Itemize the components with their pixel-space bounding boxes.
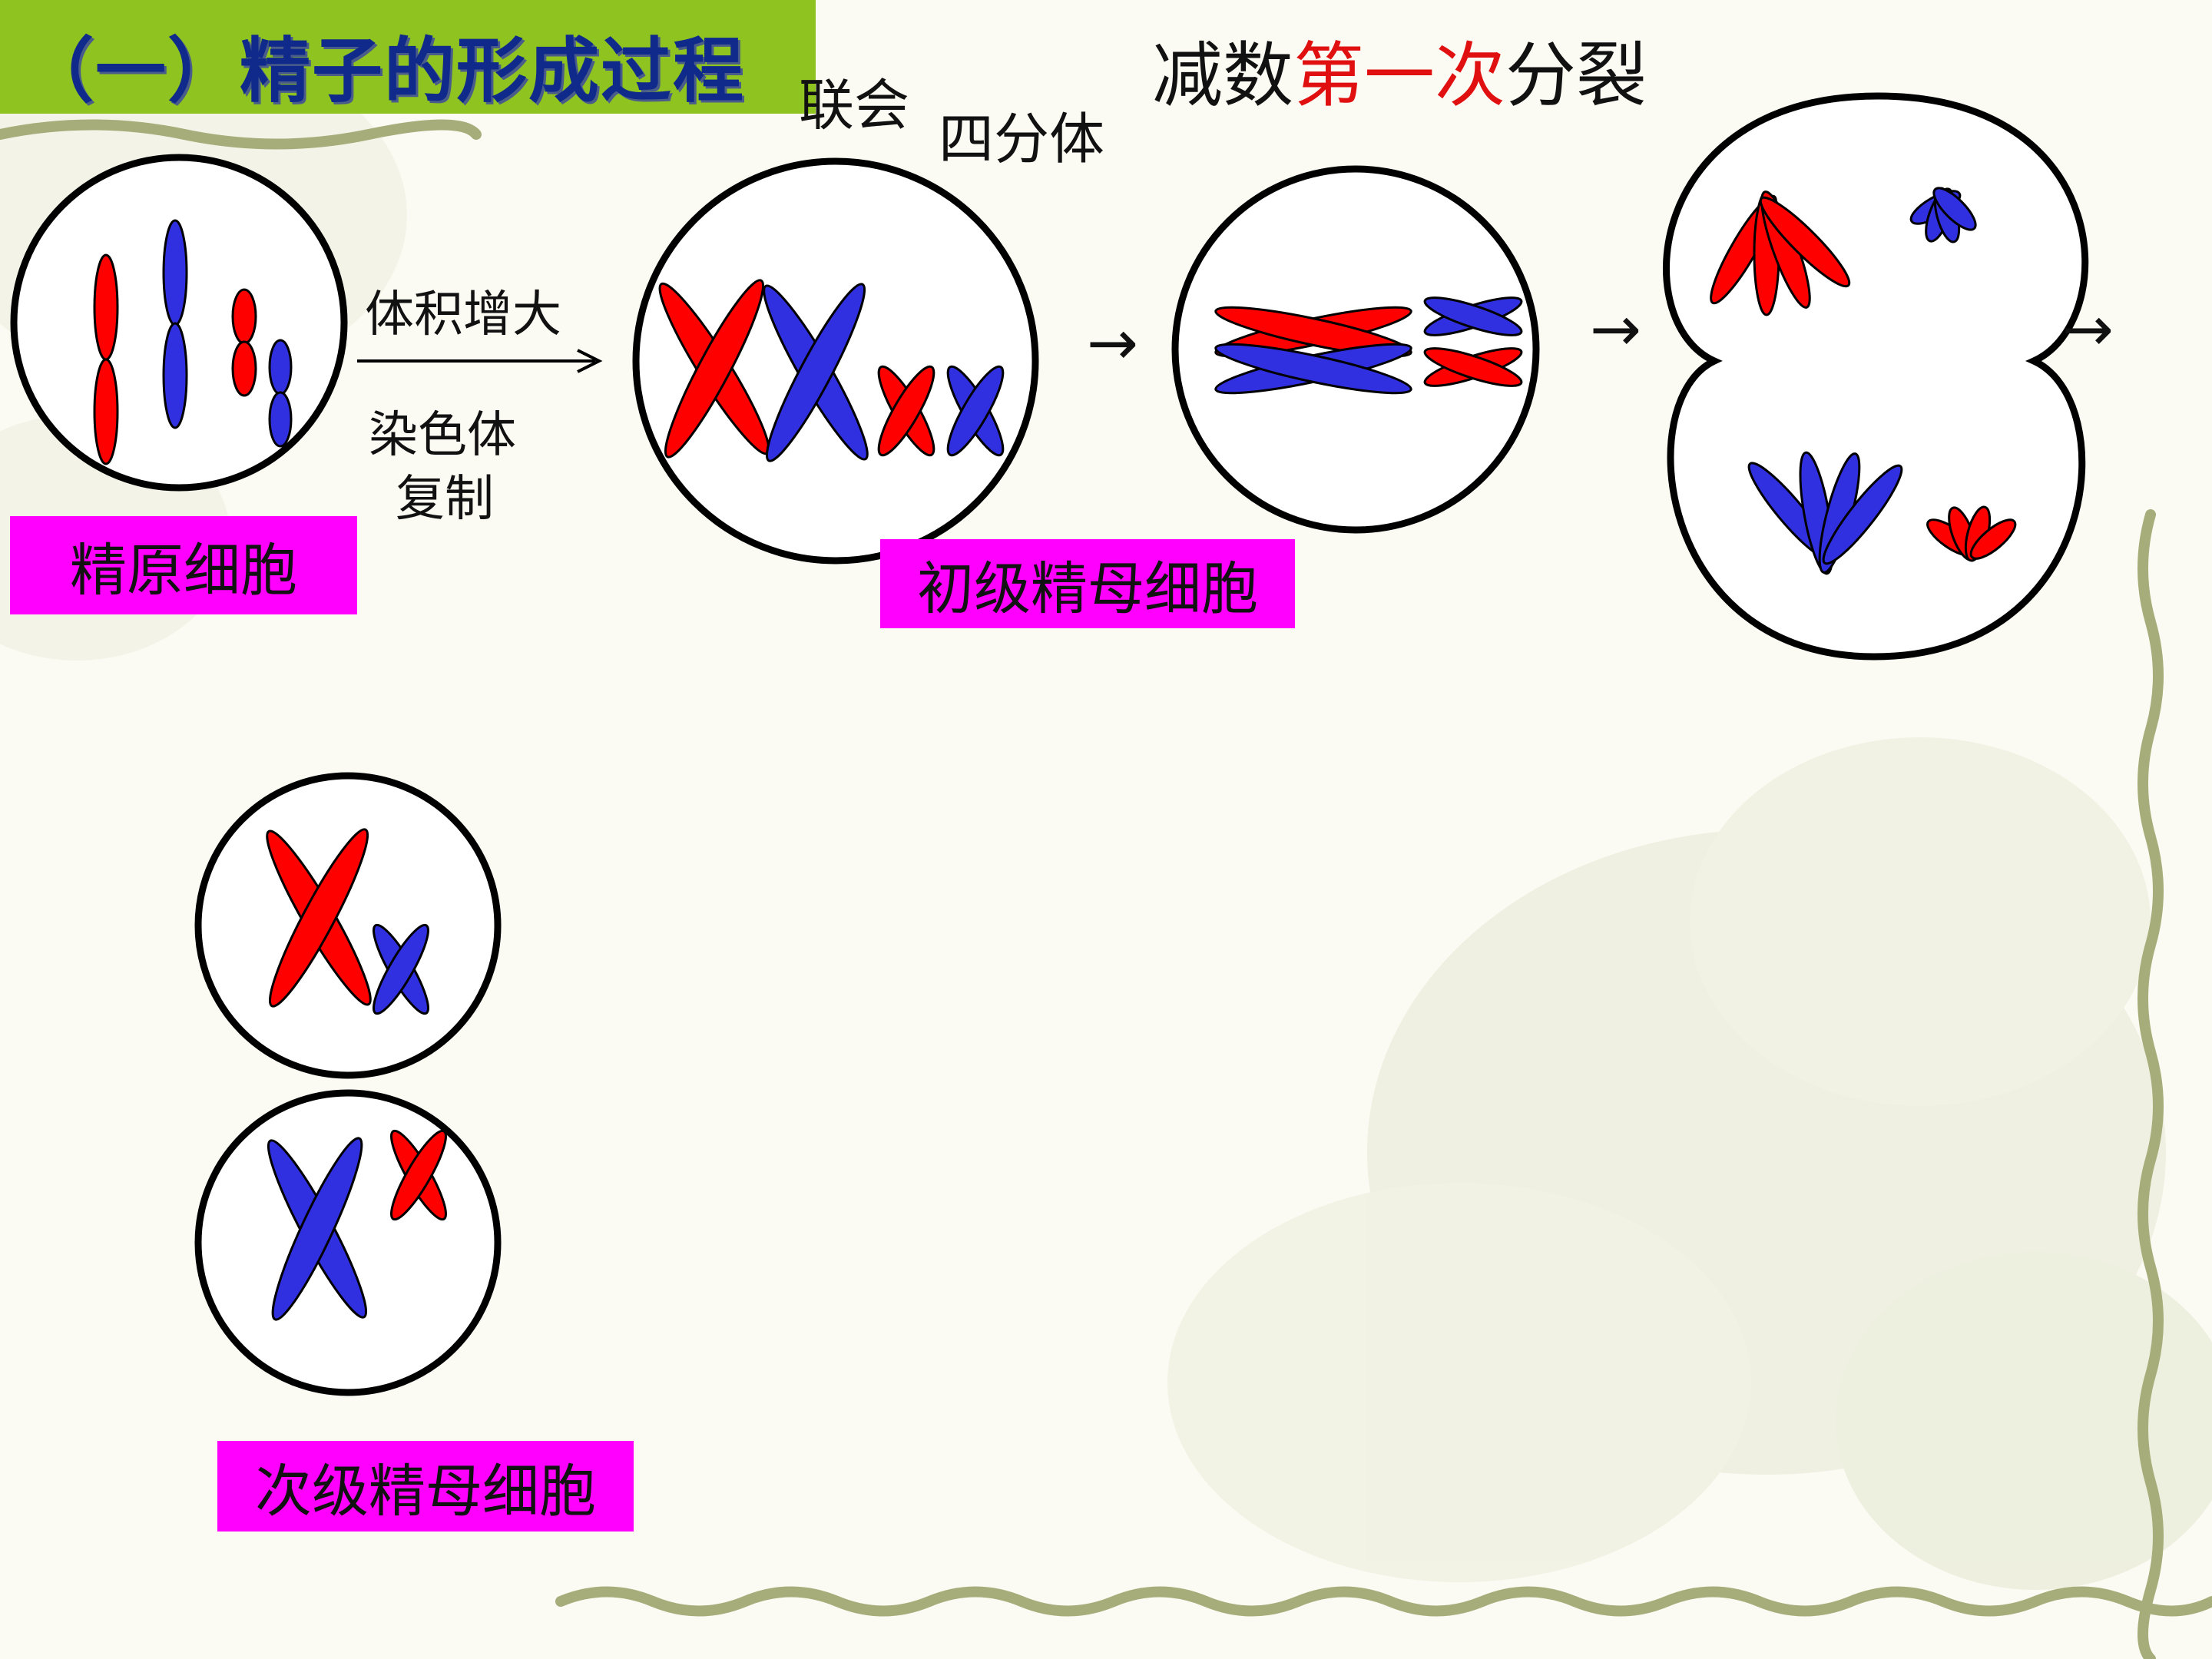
title-bar: （一）精子的形成过程 — [0, 0, 816, 114]
chromosome-red-small-duplicated — [877, 365, 935, 457]
label-volume-increase: 体积增大 — [365, 286, 561, 343]
heading-part1: 减数 — [1152, 35, 1294, 117]
cell-secondary-upper — [194, 772, 502, 1079]
vine-border — [0, 119, 2212, 1659]
label-replication: 复制 — [396, 471, 494, 528]
label-synapsis: 联会 — [799, 73, 910, 137]
arrow-1: → — [1087, 307, 1139, 379]
heading-meiosis-one: 减数第一次分裂 — [1152, 18, 1647, 121]
chromosome-red-long — [93, 253, 119, 465]
arrow-growth — [357, 349, 603, 373]
chromosome-blue-duplicated — [763, 283, 869, 462]
chromosome-blue-small-duplicated — [946, 365, 1005, 457]
heading-part2: 第一次 — [1293, 35, 1506, 117]
chromosome-red-duplicated — [658, 279, 770, 459]
cell-tetrad — [1171, 165, 1540, 534]
chromosome-blue-short — [268, 339, 293, 448]
upper-pole-blue — [1909, 187, 1977, 243]
lower-pole-blue — [1747, 451, 1903, 575]
lower-pole-red — [1926, 505, 2017, 562]
chromosome-blue-long — [162, 219, 188, 429]
label-secondary-spermatocyte: 次级精母细胞 — [217, 1441, 634, 1532]
chromosome-red-short — [231, 288, 257, 397]
label-tetrad: 四分体 — [939, 107, 1105, 171]
background-watermark — [0, 46, 2212, 1590]
heading-part3: 分裂 — [1505, 35, 1647, 117]
cell-primary-spermatocyte — [632, 157, 1039, 565]
cell-spermatogonium — [10, 154, 348, 492]
arrow-3: → — [2062, 293, 2114, 365]
tetrad-small — [1423, 296, 1523, 387]
tetrad-large — [1214, 306, 1412, 395]
upper-pole-red — [1710, 190, 1851, 316]
label-chromosome: 染色体 — [369, 407, 516, 464]
cell-secondary-lower — [194, 1089, 502, 1396]
label-primary-spermatocyte: 初级精母细胞 — [880, 539, 1295, 628]
arrow-2: → — [1590, 293, 1642, 365]
label-spermatogonium: 精原细胞 — [10, 516, 357, 614]
page-title: （一）精子的形成过程 — [23, 30, 746, 112]
cell-dividing — [1663, 92, 2089, 661]
